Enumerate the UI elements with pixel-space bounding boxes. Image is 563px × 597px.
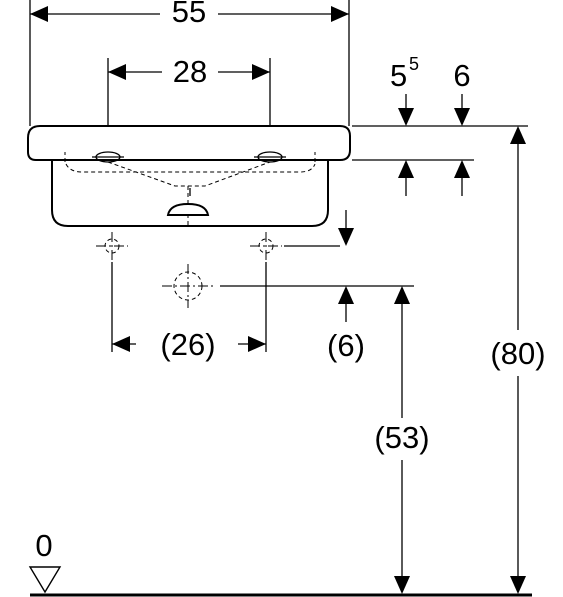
- dimension-waste-height: (53): [374, 286, 430, 594]
- rim-front-superscript: 5: [409, 54, 419, 74]
- waste-centre: [162, 264, 214, 308]
- total-height-label: (80): [490, 336, 545, 371]
- tap-spacing-label: 28: [173, 54, 207, 89]
- rim-front-label: 5: [390, 58, 407, 93]
- waste-offset-label: (6): [327, 328, 365, 363]
- rim-side-label: 6: [453, 58, 470, 93]
- fixing-point-right: [250, 232, 282, 260]
- dimension-waste-offset: (6): [327, 210, 365, 363]
- dimension-waste-spacing: (26): [111, 262, 267, 362]
- waste-spacing-label: (26): [160, 327, 215, 362]
- waste-height-label: (53): [374, 420, 429, 455]
- fixing-point-left: [96, 232, 128, 260]
- floor-level-triangle-icon: [28, 566, 62, 594]
- dimension-tap-holes: 28: [107, 54, 271, 138]
- floor-level: 0: [28, 528, 532, 597]
- floor-level-label: 0: [35, 528, 52, 563]
- tap-hole-right: [254, 151, 286, 163]
- tap-hole-left: [92, 151, 124, 163]
- dimension-total-height: (80): [490, 126, 546, 594]
- total-width-label: 55: [172, 0, 206, 29]
- washbasin-body: [27, 125, 351, 227]
- dimension-rim: 5 5 6: [352, 54, 528, 196]
- dimension-total-width: 55: [29, 0, 350, 126]
